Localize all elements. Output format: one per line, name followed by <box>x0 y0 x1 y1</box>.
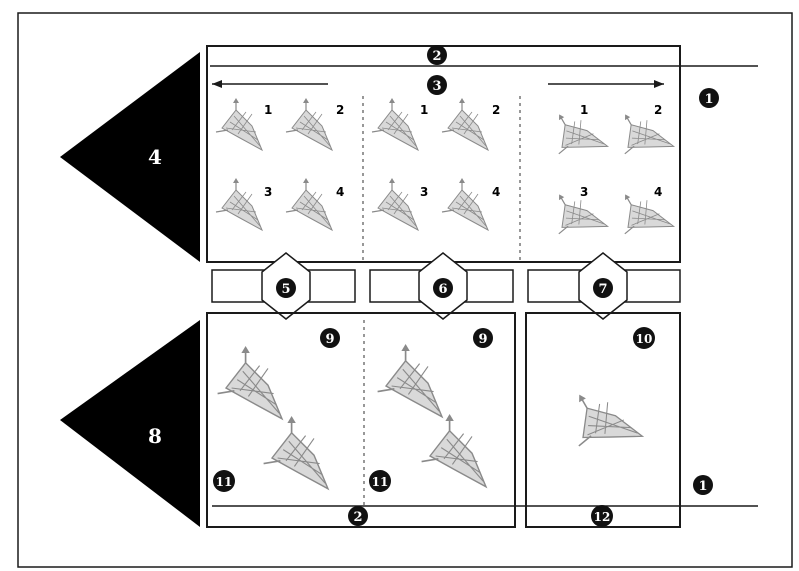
thumb-number: 4 <box>654 185 662 199</box>
pointer-arrow-8 <box>60 320 200 527</box>
marker-11-left: 11 <box>213 470 235 492</box>
marker-label: 1 <box>704 92 713 107</box>
left-arrow-head <box>212 80 222 88</box>
thumb-number: 3 <box>420 185 428 199</box>
right-arrow-head <box>654 80 664 88</box>
marker-label: 9 <box>478 332 487 347</box>
marker-label: 10 <box>636 332 653 346</box>
lower-panel-right <box>525 312 681 528</box>
thumb-number: 4 <box>492 185 500 199</box>
thumb-number: 2 <box>654 103 662 117</box>
thumb-number: 1 <box>420 103 428 117</box>
mesh-surface-icon <box>541 100 609 170</box>
marker-12: 12 <box>591 505 613 527</box>
marker-label: 2 <box>432 49 441 64</box>
label-4: 4 <box>148 145 162 169</box>
marker-label: 2 <box>353 510 362 525</box>
marker-label: 1 <box>698 479 707 494</box>
mesh-surface-icon <box>262 415 329 490</box>
marker-5: 5 <box>276 278 296 298</box>
marker-label: 7 <box>598 282 607 297</box>
thumb-number: 2 <box>492 103 500 117</box>
lower-mesh-group <box>216 343 644 490</box>
mesh-surface-icon <box>371 177 419 231</box>
marker-label: 11 <box>372 475 389 489</box>
marker-7: 7 <box>593 278 613 298</box>
mesh-surface-icon <box>371 97 419 151</box>
mesh-surface-icon <box>607 100 675 170</box>
outer-frame <box>17 12 793 568</box>
mesh-surface-icon <box>285 97 333 151</box>
marker-2-top: 2 <box>427 45 447 65</box>
marker-label: 3 <box>432 79 441 94</box>
thumb-number: 2 <box>336 103 344 117</box>
mesh-surface-icon <box>376 343 443 418</box>
marker-label: 9 <box>325 332 334 347</box>
thumb-number: 1 <box>580 103 588 117</box>
marker-9-right: 9 <box>473 328 493 348</box>
mesh-surface-icon <box>420 413 487 488</box>
thumbnail-group-2: 1 2 3 4 <box>371 97 500 231</box>
thumb-number: 1 <box>264 103 272 117</box>
marker-label: 12 <box>594 510 611 524</box>
thumb-number: 3 <box>580 185 588 199</box>
mesh-surface-icon <box>285 177 333 231</box>
marker-11-right: 11 <box>369 470 391 492</box>
mesh-surface-icon <box>215 97 263 151</box>
label-8: 8 <box>148 424 162 448</box>
marker-6: 6 <box>433 278 453 298</box>
mesh-surface-icon <box>541 180 609 250</box>
lower-panel-left <box>206 312 516 528</box>
mesh-surface-icon <box>215 177 263 231</box>
marker-10: 10 <box>633 327 655 349</box>
marker-2-bottom: 2 <box>348 506 368 526</box>
thumbnail-group-3: 1 2 3 4 <box>541 100 675 250</box>
mesh-surface-icon <box>441 97 489 151</box>
marker-label: 5 <box>281 282 290 297</box>
marker-3: 3 <box>427 75 447 95</box>
marker-label: 6 <box>438 282 447 297</box>
mesh-surface-icon <box>607 180 675 250</box>
marker-9-left: 9 <box>320 328 340 348</box>
thumb-number: 3 <box>264 185 272 199</box>
mesh-surface-icon <box>216 345 283 420</box>
thumbnail-group-1: 1 2 3 4 <box>215 97 344 231</box>
pointer-arrow-4 <box>60 52 200 262</box>
marker-label: 11 <box>216 475 233 489</box>
marker-1-top: 1 <box>699 88 719 108</box>
mesh-surface-icon <box>441 177 489 231</box>
marker-1-bottom: 1 <box>693 475 713 495</box>
thumb-number: 4 <box>336 185 344 199</box>
mesh-surface-icon <box>555 376 644 467</box>
